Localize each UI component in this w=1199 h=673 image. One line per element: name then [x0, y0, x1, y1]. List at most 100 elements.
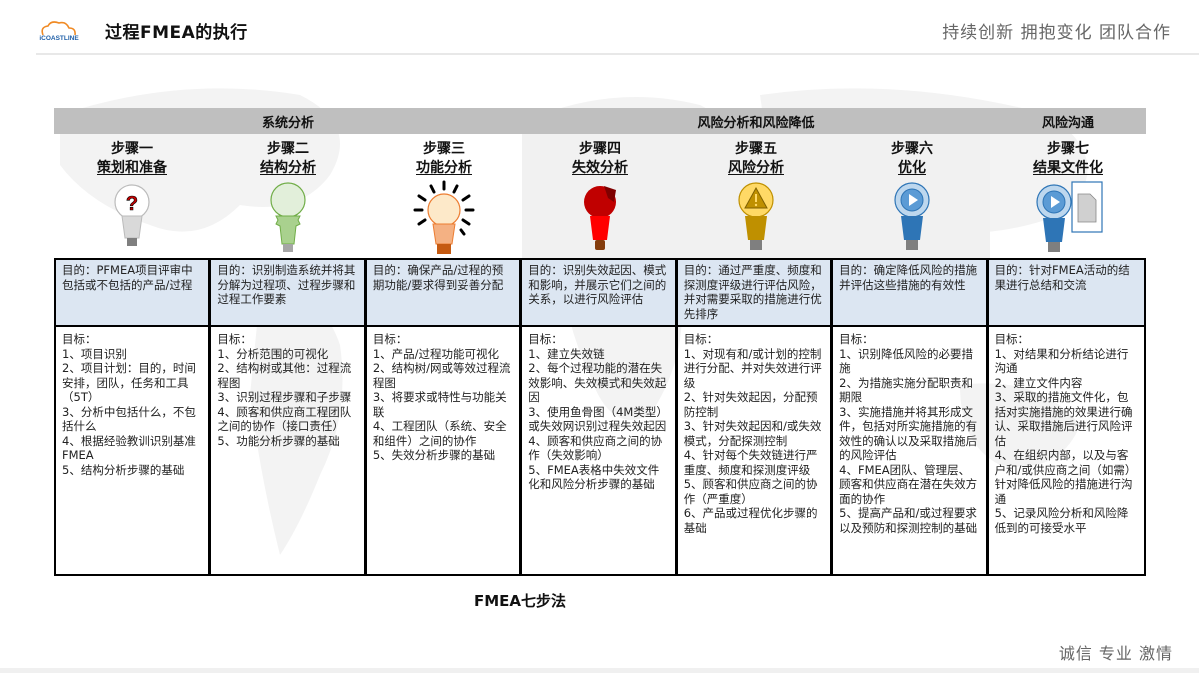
goals-title: 目标：: [217, 332, 252, 346]
step-column-7: 目的：针对FMEA活动的结果进行总结和交流 目标： 1、对结果和分析结论进行沟通…: [988, 260, 1144, 574]
step-heading-7: 步骤七 结果文件化: [990, 140, 1146, 178]
header-slogan: 持续创新 拥抱变化 团队合作: [942, 23, 1171, 43]
goal-item: 4、在组织内部，以及与客户和/或供应商之间（如需）针对降低风险的措施进行沟通: [994, 448, 1137, 506]
step-column-3: 目的：确保产品/过程的预期功能/要求得到妥善分配 目标： 1、产品/过程功能可视…: [366, 260, 523, 574]
step-column-2: 目的：识别制造系统并将其分解为过程项、过程步骤和过程工作要素 目标： 1、分析范…: [211, 260, 367, 574]
page-title: 过程FMEA的执行: [105, 23, 248, 43]
goal-item: 2、建立文件内容: [994, 375, 1083, 390]
goal-item: 1、对现有和/或计划的控制进行分配、并对失效进行评级: [683, 346, 822, 390]
goals-title: 目标：: [839, 332, 874, 346]
goal-item: 1、分析范围的可视化: [217, 346, 329, 361]
purpose-cell: 目的：识别制造系统并将其分解为过程项、过程步骤和过程工作要素: [211, 260, 364, 327]
goal-item: 3、采取的措施文件化，包括对实施措施的效果进行确认、采取措施后进行风险评估: [994, 390, 1133, 448]
phase-label: 风险分析和风险降低: [697, 115, 815, 131]
goal-item: 3、识别过程步骤和子步骤: [217, 390, 352, 404]
goal-item: 6、产品或过程优化步骤的基础: [683, 506, 818, 535]
purpose-cell: 目的：针对FMEA活动的结果进行总结和交流: [988, 260, 1144, 327]
phase-band-system-analysis: 系统分析: [54, 108, 522, 134]
footer-divider: [0, 668, 1199, 673]
phase-label: 系统分析: [261, 115, 314, 131]
goal-item: 1、识别降低风险的必要措施: [839, 346, 973, 376]
goals-title: 目标：: [372, 332, 408, 346]
step-column-1: 目的：PFMEA项目评审中包括或不包括的产品/过程 目标： 1、项目识别 2、项…: [56, 260, 212, 574]
goal-item: 2、项目计划：目的，时间安排，团队，任务和工具（5T）: [62, 361, 196, 404]
goal-item: 2、结构树/网或等效过程流程图: [372, 361, 511, 390]
goal-item: 5、结构分析步骤的基础: [62, 462, 185, 477]
step-name: 结构分析: [260, 160, 316, 176]
svg-text:?: ?: [126, 193, 138, 215]
company-logo: iCOASTLINE: [39, 21, 79, 42]
phase-band-risk-analysis: 风险分析和风险降低: [522, 108, 990, 134]
goal-item: 3、将要求或特性与功能关联: [372, 390, 507, 419]
goal-item: 5、失效分析步骤的基础: [372, 448, 496, 462]
goal-item: 1、对结果和分析结论进行沟通: [994, 346, 1129, 376]
goals-cell: 目标： 1、分析范围的可视化 2、结构树或其他：过程流程图 3、识别过程步骤和子…: [211, 327, 363, 574]
step-number: 步骤三: [423, 141, 465, 157]
step-column-5: 目的：通过严重度、频度和探测度评级进行评估风险，并对需要采取的措施进行优先排序 …: [677, 260, 834, 574]
steps-table: 目的：PFMEA项目评审中包括或不包括的产品/过程 目标： 1、项目识别 2、项…: [54, 258, 1146, 576]
goals-title: 目标：: [683, 332, 719, 346]
figure-caption: FMEA七步法: [473, 592, 567, 610]
step-name: 失效分析: [572, 160, 628, 176]
goal-item: 3、针对失效起因和/或失效模式，分配探测控制: [683, 419, 822, 448]
purpose-cell: 目的：识别失效起因、模式和影响，并展示它们之间的关系，以进行风险评估: [522, 260, 675, 327]
step-number: 步骤六: [891, 141, 933, 157]
step-number: 步骤四: [579, 141, 621, 157]
goals-cell: 目标： 1、对现有和/或计划的控制进行分配、并对失效进行评级 2、针对失效起因，…: [678, 327, 830, 574]
goal-item: 2、结构树或其他：过程流程图: [217, 361, 352, 390]
broken-bulb-icon: [522, 180, 678, 256]
svg-text:iCOASTLINE: iCOASTLINE: [39, 35, 79, 42]
goal-item: 5、提高产品和/或过程要求以及预防和探测控制的基础: [839, 506, 978, 535]
goals-title: 目标：: [994, 332, 1030, 346]
goals-title: 目标：: [528, 332, 563, 346]
question-bulb-icon: ?: [54, 180, 210, 256]
step-column-6: 目的：确定降低风险的措施并评估这些措施的有效性 目标： 1、识别降低风险的必要措…: [833, 260, 989, 574]
goals-cell: 目标： 1、项目识别 2、项目计划：目的，时间安排，团队，任务和工具（5T） 3…: [56, 327, 208, 574]
step-name: 功能分析: [416, 160, 472, 176]
goal-item: 4、FMEA团队、管理层、顾客和供应商在潜在失效方面的协作: [839, 462, 978, 506]
goal-item: 2、每个过程功能的潜在失效影响、失效模式和失效起因: [528, 361, 667, 404]
document-bulb-icon: [990, 180, 1146, 256]
goal-item: 5、FMEA表格中失效文件化和风险分析步骤的基础: [528, 462, 660, 492]
goal-item: 1、项目识别: [62, 346, 127, 361]
step-heading-1: 步骤一 策划和准备: [54, 140, 210, 178]
step-heading-5: 步骤五 风险分析: [678, 140, 834, 178]
goal-item: 3、分析中包括什么，不包括什么: [62, 404, 196, 434]
header-divider: [36, 53, 1199, 55]
goal-item: 5、顾客和供应商之间的协作（严重度）: [683, 477, 818, 506]
step-column-4: 目的：识别失效起因、模式和影响，并展示它们之间的关系，以进行风险评估 目标： 1…: [522, 260, 678, 574]
goal-item: 4、工程团队（系统、安全和组件）之间的协作: [372, 419, 507, 448]
goal-item: 1、产品/过程功能可视化: [372, 346, 500, 361]
goals-cell: 目标： 1、识别降低风险的必要措施 2、为措施实施分配职责和期限 3、实施措施并…: [833, 327, 985, 574]
purpose-cell: 目的：确定降低风险的措施并评估这些措施的有效性: [833, 260, 986, 327]
purpose-cell: 目的：PFMEA项目评审中包括或不包括的产品/过程: [56, 260, 209, 327]
purpose-cell: 目的：确保产品/过程的预期功能/要求得到妥善分配: [366, 260, 520, 327]
step-number: 步骤一: [111, 141, 153, 157]
goals-cell: 目标： 1、产品/过程功能可视化 2、结构树/网或等效过程流程图 3、将要求或特…: [367, 327, 519, 574]
goal-item: 5、记录风险分析和风险降低到的可接受水平: [994, 506, 1129, 535]
step-heading-6: 步骤六 优化: [834, 140, 990, 178]
goal-item: 3、使用鱼骨图（4M类型）或失效网识别过程失效起因: [528, 404, 668, 434]
glowing-bulb-icon: [366, 180, 522, 256]
step-heading-2: 步骤二 结构分析: [210, 140, 366, 178]
goal-item: 2、为措施实施分配职责和期限: [839, 375, 973, 405]
goal-item: 3、实施措施并将其形成文件，包括对所实施措施的有效性的确认以及采取措施后的风险评…: [839, 404, 978, 463]
goal-item: 4、针对每个失效链进行严重度、频度和探测度评级: [683, 448, 818, 477]
phase-band-risk-communication: 风险沟通: [990, 108, 1146, 134]
goal-item: 4、顾客和供应商工程团队之间的协作（接口责任）: [217, 404, 352, 434]
step-name: 优化: [898, 160, 926, 176]
step-number: 步骤二: [267, 141, 309, 157]
step-heading-3: 步骤三 功能分析: [366, 140, 522, 178]
step-name: 策划和准备: [97, 160, 167, 176]
step-name: 结果文件化: [1033, 160, 1103, 176]
goal-item: 5、功能分析步骤的基础: [217, 433, 340, 448]
step-name: 风险分析: [728, 160, 784, 176]
top-bar: iCOASTLINE 过程FMEA的执行 持续创新 拥抱变化 团队合作: [0, 0, 1199, 55]
green-bulb-icon: [210, 180, 366, 256]
footer-slogan: 诚信 专业 激情: [1058, 644, 1173, 663]
step-number: 步骤七: [1047, 141, 1089, 157]
step-number: 步骤五: [735, 141, 777, 157]
goals-cell: 目标： 1、建立失效链 2、每个过程功能的潜在失效影响、失效模式和失效起因 3、…: [522, 327, 674, 574]
goals-title: 目标：: [62, 332, 97, 346]
warning-bulb-icon: [678, 180, 834, 256]
